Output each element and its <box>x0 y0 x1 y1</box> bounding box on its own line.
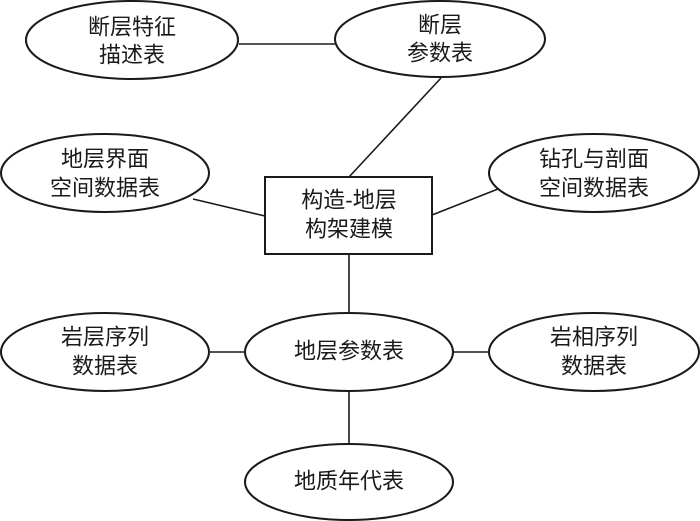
node-ellipse <box>0 133 210 213</box>
node-fault-param-table: 断层 参数表 <box>334 0 546 78</box>
node-label-line-1: 岩层序列 <box>61 326 149 351</box>
node-ellipse <box>25 0 239 80</box>
node-label-line-1: 地层参数表 <box>294 340 404 365</box>
node-label-line-2: 数据表 <box>72 355 138 380</box>
node-structure-strata-model: 构造-地层 构架建模 <box>264 176 433 255</box>
node-ellipse <box>488 312 700 392</box>
node-ellipse <box>244 443 454 521</box>
node-ellipse <box>334 0 546 78</box>
node-fault-feature-table: 断层特征 描述表 <box>25 0 239 80</box>
node-ellipse <box>0 312 210 392</box>
node-ellipse <box>488 133 700 213</box>
node-strata-interface-table: 地层界面 空间数据表 <box>0 133 210 213</box>
edge-strata-interface-to-model <box>192 198 266 217</box>
node-label-line-1: 地质年代表 <box>294 470 404 495</box>
node-ellipse <box>244 312 454 392</box>
edge-borehole-to-model <box>431 188 499 216</box>
node-label-line-2: 描述表 <box>99 44 165 69</box>
node-borehole-section-table: 钻孔与剖面 空间数据表 <box>488 133 700 213</box>
node-facies-sequence-table: 岩相序列 数据表 <box>488 312 700 392</box>
edges <box>192 43 499 444</box>
node-label-line-1: 构造-地层 <box>301 189 396 214</box>
node-label-line-2: 构架建模 <box>305 218 393 243</box>
node-label-line-1: 断层特征 <box>88 16 176 41</box>
node-label-line-2: 数据表 <box>561 355 627 380</box>
node-label-line-2: 空间数据表 <box>539 177 649 202</box>
node-rect <box>264 176 433 255</box>
node-label-line-1: 岩相序列 <box>550 326 638 351</box>
node-label-line-2: 参数表 <box>407 42 473 67</box>
node-rock-sequence-table: 岩层序列 数据表 <box>0 312 210 392</box>
node-strata-param-table: 地层参数表 <box>244 312 454 392</box>
node-label-line-1: 钻孔与剖面 <box>539 148 649 173</box>
node-geologic-time-table: 地质年代表 <box>244 443 454 521</box>
node-label-line-1: 断层 <box>418 14 462 39</box>
node-label-line-1: 地层界面 <box>61 148 149 173</box>
edge-fault-param-to-model <box>348 77 442 178</box>
node-label-line-2: 空间数据表 <box>50 177 160 202</box>
